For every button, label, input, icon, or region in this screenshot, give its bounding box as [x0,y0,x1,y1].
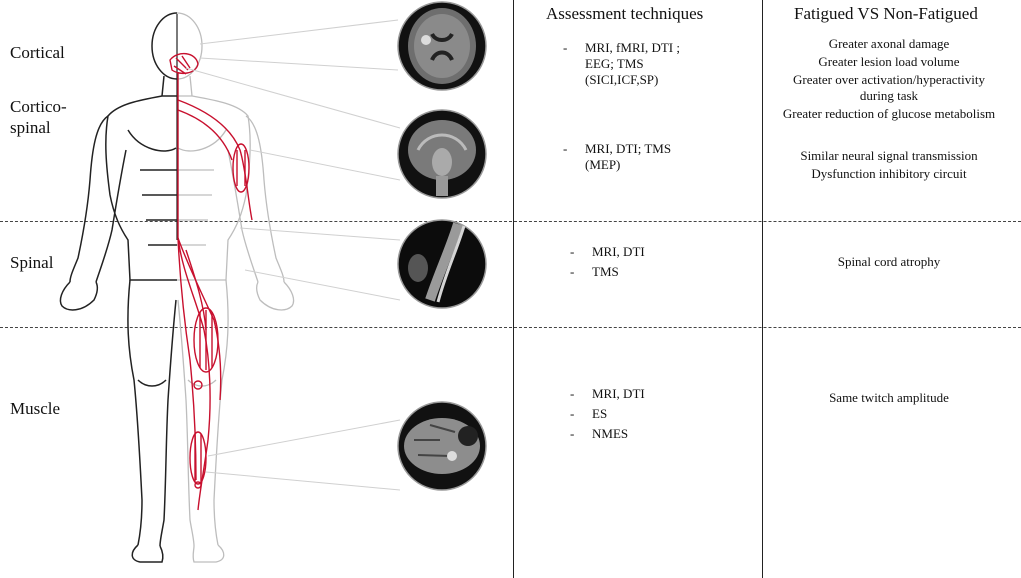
column-divider-right [762,0,763,578]
findings-corticospinal: Similar neural signal transmission Dysfu… [799,148,979,184]
technique-item: MRI, fMRI, DTI ; EEG; TMS (SICI,ICF,SP) [585,40,680,87]
finding-item: Dysfunction inhibitory circuit [811,166,967,181]
technique-item: NMES [592,426,629,441]
findings-muscle: Same twitch amplitude [779,390,999,408]
body-figure-illustration [59,1,487,563]
technique-item: MRI, DTI [592,386,645,401]
finding-item: Greater reduction of glucose metabolism [782,106,996,121]
techniques-muscle: -MRI, DTI -ES -NMES [570,386,645,441]
header-fatigued-vs-non-fatigued: Fatigued VS Non-Fatigued [794,4,978,23]
technique-item: ES [592,406,608,421]
finding-item: Greater lesion load volume [818,54,960,69]
level-corticospinal: Cortico- spinal [10,97,67,137]
technique-item: TMS [592,264,619,279]
header-assessment-techniques: Assessment techniques [546,4,704,23]
column-divider-left [513,0,514,578]
row-separator-1 [0,221,1021,222]
finding-item: Same twitch amplitude [829,390,949,405]
techniques-spinal: -MRI, DTI -TMS [570,244,645,279]
row-separator-2 [0,327,1021,328]
level-muscle: Muscle [10,399,61,418]
technique-item: MRI, DTI [592,244,645,259]
finding-item: Greater over activation/hyperactivity du… [792,72,986,103]
finding-item: Greater axonal damage [828,36,950,51]
techniques-corticospinal: -MRI, DTI; TMS (MEP) [563,141,672,172]
techniques-cortical: -MRI, fMRI, DTI ; EEG; TMS (SICI,ICF,SP) [563,40,680,87]
findings-spinal: Spinal cord atrophy [779,254,999,272]
finding-item: Spinal cord atrophy [837,254,941,269]
findings-cortical: Greater axonal damage Greater lesion loa… [779,36,999,124]
corticospinal-mri-scan [397,109,487,199]
finding-item: Similar neural signal transmission [800,148,978,163]
level-spinal: Spinal [10,253,54,272]
muscle-mri-scan [397,401,487,491]
brain-mri-scan [397,1,487,91]
spinal-mri-scan [397,219,487,309]
technique-item: MRI, DTI; TMS (MEP) [585,141,672,172]
level-cortical: Cortical [10,43,65,62]
